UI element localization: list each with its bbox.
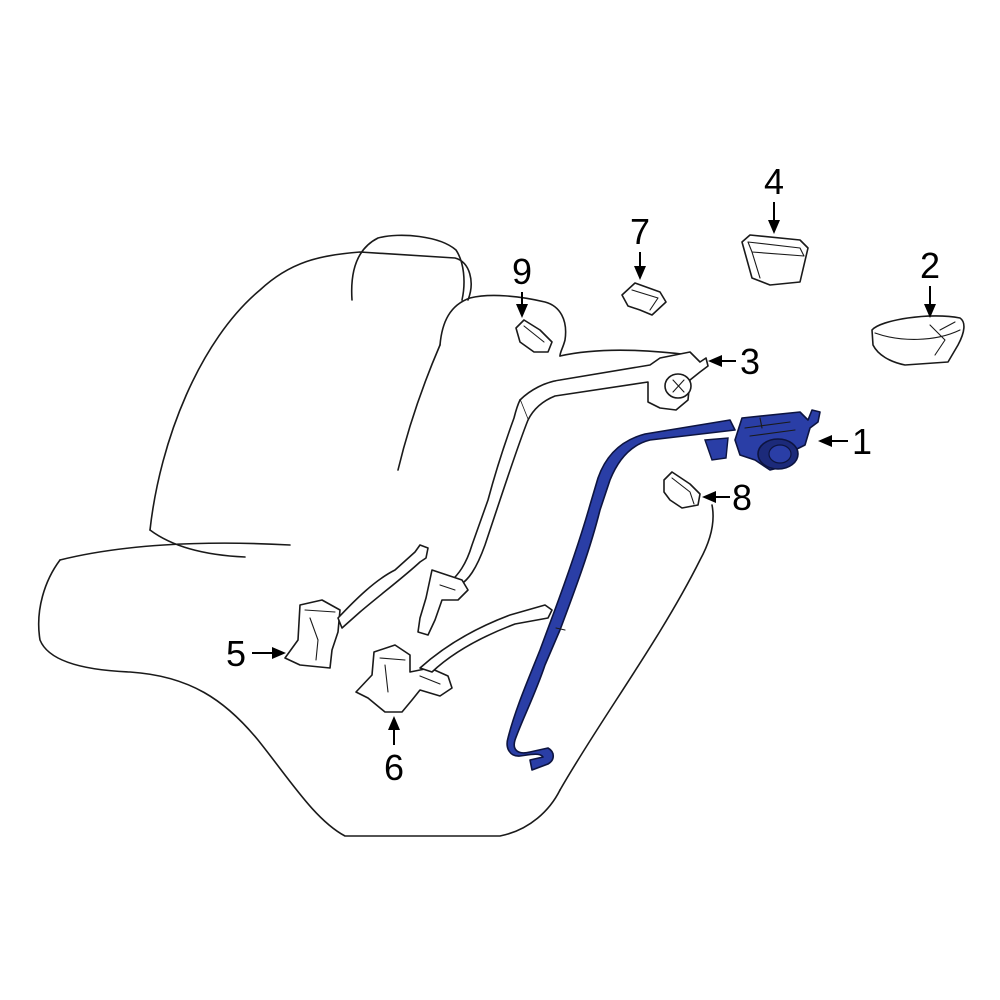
rear-seat-outline [37, 234, 714, 837]
callout-1: 1 [818, 421, 872, 462]
callout-9: 9 [512, 251, 532, 318]
callout-6: 6 [384, 716, 404, 788]
part-1-seat-belt-assembly[interactable] [506, 409, 821, 771]
callout-2: 2 [920, 245, 940, 318]
callout-label-1: 1 [852, 421, 872, 462]
callout-label-9: 9 [512, 251, 532, 292]
part-6-buckle[interactable] [355, 604, 553, 713]
part-4-cover-cap[interactable] [741, 234, 809, 286]
part-3-rear-retractor[interactable] [417, 351, 709, 636]
callout-8: 8 [702, 477, 752, 518]
callout-4: 4 [764, 161, 784, 234]
callout-label-6: 6 [384, 747, 404, 788]
part-1-belt-strap [506, 419, 736, 771]
callout-label-4: 4 [764, 161, 784, 202]
callout-7: 7 [630, 211, 650, 280]
part-9-guide[interactable] [515, 319, 553, 353]
callout-label-5: 5 [226, 633, 246, 674]
part-2-trim-cover[interactable] [871, 315, 965, 366]
callout-label-2: 2 [920, 245, 940, 286]
callout-label-8: 8 [732, 477, 752, 518]
callout-5: 5 [226, 633, 286, 674]
part-8-bracket[interactable] [663, 471, 701, 509]
callout-label-7: 7 [630, 211, 650, 252]
callout-label-3: 3 [740, 341, 760, 382]
part-5-buckle[interactable] [284, 544, 429, 669]
part-7-clip[interactable] [621, 282, 667, 316]
callout-3: 3 [708, 341, 760, 382]
